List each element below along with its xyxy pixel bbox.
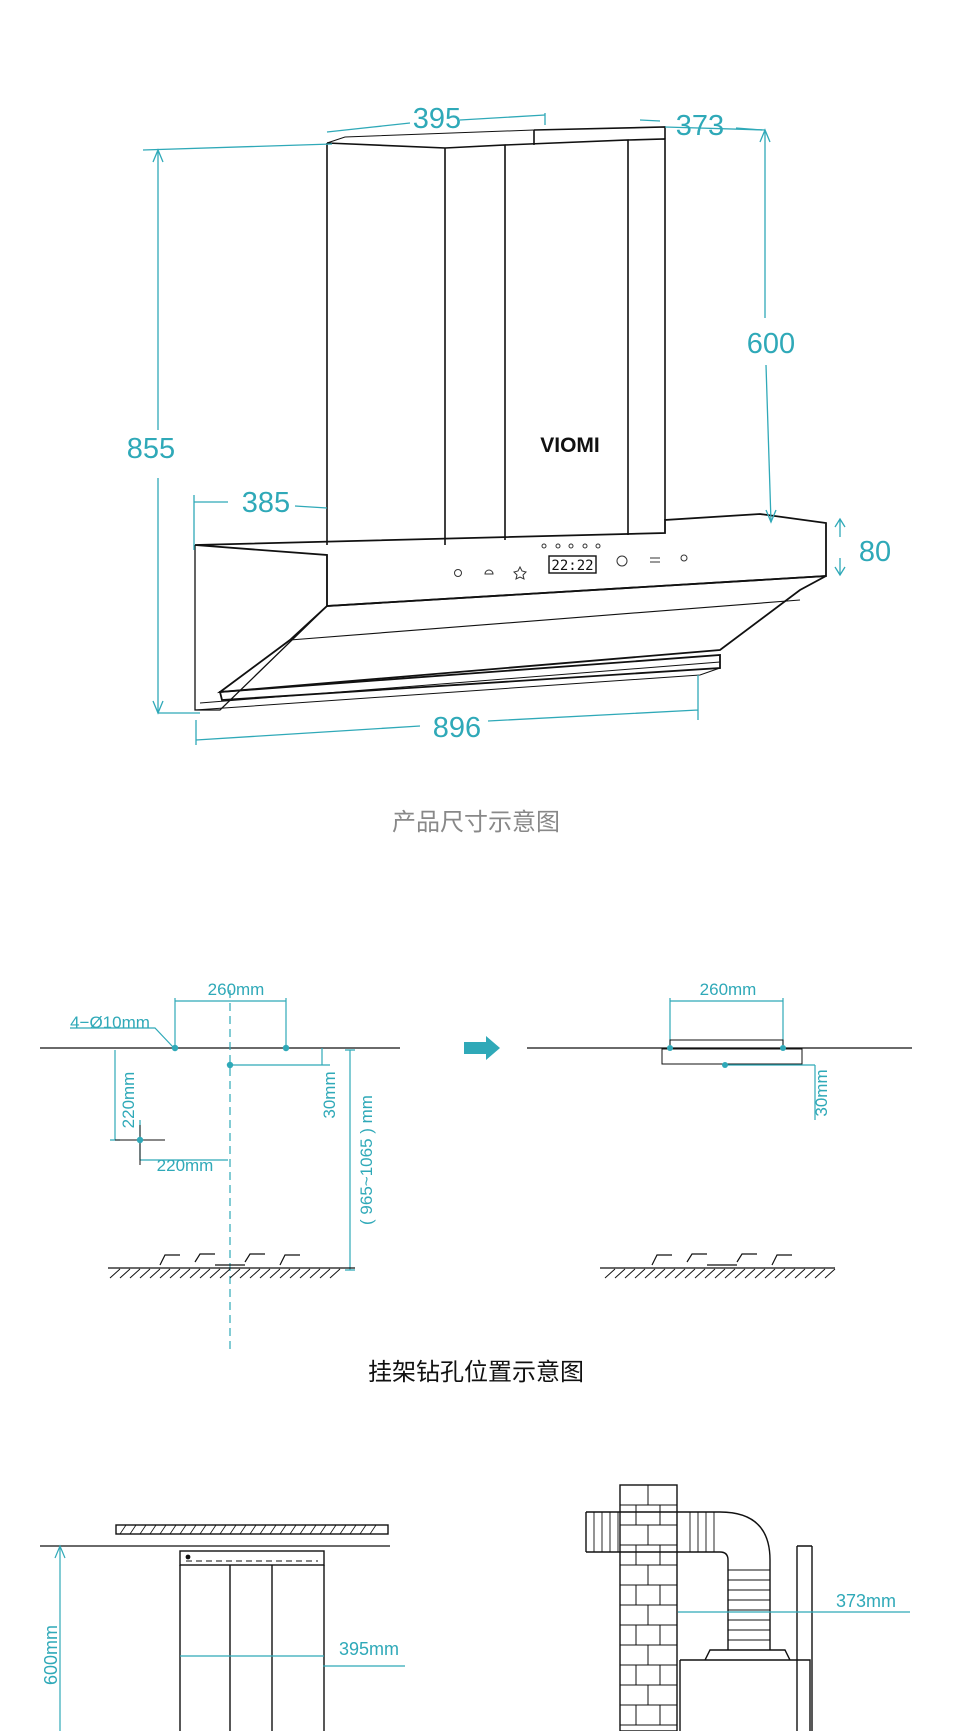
dim-panel-height: 80 [859, 536, 891, 568]
label-hole-spacing-right: 260mm [700, 980, 757, 999]
display-time: 22:22 [551, 558, 593, 574]
label-horizontal-offset: 220mm [157, 1156, 214, 1175]
arrow-right-icon [464, 1036, 500, 1060]
caption-drilling-position: 挂架钻孔位置示意图 [368, 1358, 584, 1386]
label-vertical-offset: 220mm [119, 1072, 138, 1129]
dim-depth: 373 [676, 110, 724, 142]
side-install-view [585, 1484, 910, 1731]
front-install-view [40, 1524, 405, 1731]
drilling-right-diagram [527, 998, 912, 1279]
range-hood-drawing: 22:22 VIOMI [194, 126, 827, 711]
dimension-lines [142, 113, 846, 745]
dim-chimney-offset: 385 [242, 487, 290, 519]
brand-logo: VIOMI [540, 434, 600, 457]
label-depth-373: 373mm [836, 1591, 896, 1611]
label-bracket-drop-left: 30mm [320, 1071, 339, 1118]
label-bracket-drop-right: 30mm [812, 1069, 831, 1116]
label-height-600: 600mm [41, 1625, 61, 1685]
dim-width: 896 [433, 712, 481, 744]
dim-total-height: 855 [127, 433, 175, 465]
label-width-395: 395mm [339, 1639, 399, 1659]
label-hole-spacing-left: 260mm [208, 980, 265, 999]
label-install-height: ( 965~1065 ) mm [357, 1095, 376, 1225]
drilling-left-diagram [40, 990, 400, 1350]
label-hole-spec: 4−Ø10mm [70, 1013, 150, 1032]
dim-top-width: 395 [413, 103, 461, 135]
caption-product-dimensions: 产品尺寸示意图 [392, 808, 560, 836]
control-icons [454, 543, 688, 580]
dim-chimney-height: 600 [747, 328, 795, 360]
